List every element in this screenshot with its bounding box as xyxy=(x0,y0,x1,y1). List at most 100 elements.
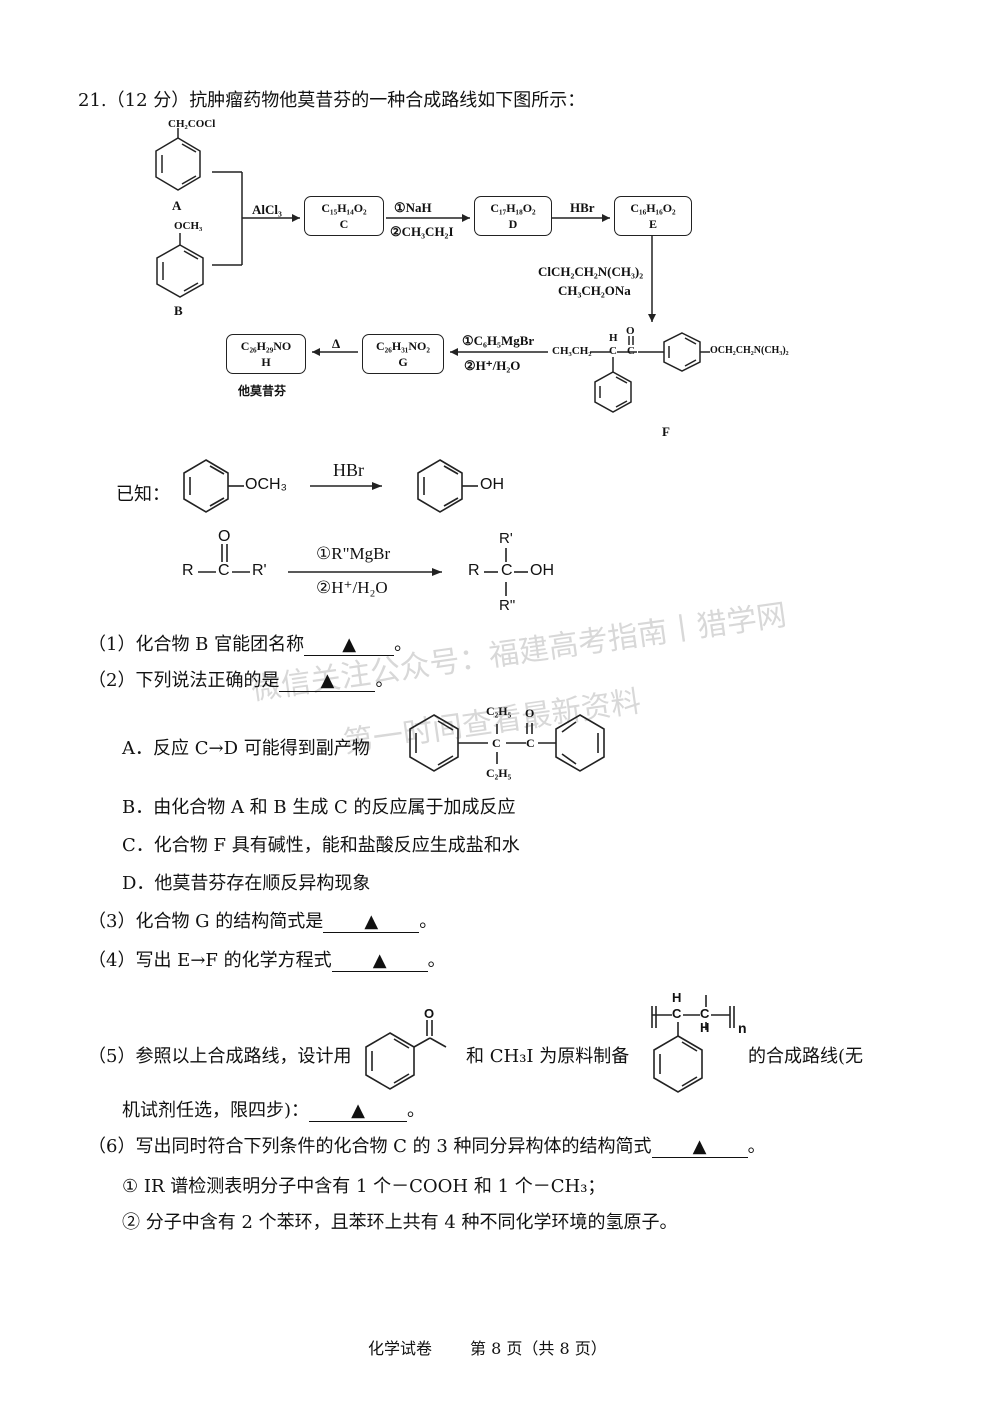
q5-polymer-ring xyxy=(653,1035,703,1093)
box-C-formula: C₁₅H₁₄O₂ xyxy=(321,201,367,215)
q2-end: 。 xyxy=(375,670,394,691)
known-r2-Rprime: R' xyxy=(252,562,267,579)
q5-line-2: 机试剂任选，限四步)：▲。 xyxy=(122,1100,425,1122)
q5-end: 。 xyxy=(407,1100,426,1121)
known-r2-product-Rprime: R' xyxy=(499,530,513,547)
reagent-HBr: HBr xyxy=(570,200,595,215)
A-substituent: CH₂COCl xyxy=(168,118,216,130)
reagent-heat: Δ xyxy=(332,336,341,351)
box-H-label: H xyxy=(261,355,271,369)
optA-benzene-right xyxy=(555,714,605,772)
reagent-NaOEt: CH₃CH₂ONa xyxy=(558,283,631,298)
q5-line-2-text: 机试剂任选，限四步)： xyxy=(122,1100,310,1121)
q6-answer-blank[interactable]: ▲ xyxy=(651,1137,748,1158)
q5-acetophenone-ring xyxy=(365,1032,415,1090)
optA-carbon-carbonyl: C xyxy=(526,736,535,750)
optA-ethyl-bottom: C₂H₅ xyxy=(486,766,512,780)
box-D-formula: C₁₇H₁₈O₂ xyxy=(490,201,536,215)
q6-condition-2: ② 分子中含有 2 个苯环，且苯环上共有 4 种不同化学环境的氢原子。 xyxy=(122,1212,678,1233)
q4-answer-blank[interactable]: ▲ xyxy=(331,951,428,972)
known-r2-R: R xyxy=(182,562,194,579)
box-D-label: D xyxy=(508,217,518,231)
benzene-ring-F-bottom xyxy=(594,371,632,413)
known-r2-reagent-1: ①R"MgBr xyxy=(316,544,391,563)
known-r2-C: C xyxy=(218,562,230,579)
box-H-formula: C₂₆H₂₉NO xyxy=(240,339,292,353)
q1: （1）化合物 B 官能团名称▲。 xyxy=(88,634,412,656)
known-r2-product-C: C xyxy=(501,562,513,579)
known-r1-hydroxyl: OH xyxy=(480,476,504,493)
known-benzene-2 xyxy=(417,459,463,513)
benzene-ring-A xyxy=(155,137,201,191)
H-name: 他莫昔芬 xyxy=(238,384,287,398)
known-r2-product-OH: OH xyxy=(530,562,554,579)
box-H: C₂₆H₂₉NO H xyxy=(226,334,306,374)
footer-subject: 化学试卷 xyxy=(368,1339,433,1358)
optA-carbon-quaternary: C xyxy=(492,736,501,750)
q1-end: 。 xyxy=(394,634,413,655)
box-G-label: G xyxy=(398,355,408,369)
reagent-AlCl3: AlCl₃ xyxy=(252,202,282,217)
q2: （2）下列说法正确的是▲。 xyxy=(88,670,393,692)
q6-condition-1: ① IR 谱检测表明分子中含有 1 个－COOH 和 1 个－CH₃； xyxy=(122,1176,606,1197)
q5-polymer-H1: H xyxy=(672,990,682,1005)
q4-end: 。 xyxy=(427,950,446,971)
box-G-formula: C₂₆H₃₁NO₂ xyxy=(376,339,430,353)
optA-ethyl-top: C₂H₅ xyxy=(486,704,512,718)
F-side-chain: OCH₂CH₂N(CH₃)₂ xyxy=(710,345,789,356)
q5-answer-blank[interactable]: ▲ xyxy=(309,1101,408,1122)
known-r1-reagent: HBr xyxy=(333,460,364,480)
q3-answer-blank[interactable]: ▲ xyxy=(323,912,420,933)
reagent-PhMgBr: ①C₆H₅MgBr xyxy=(462,333,535,348)
question-number: 21. xyxy=(78,90,107,111)
q3-end: 。 xyxy=(419,911,438,932)
q5-polymer-C2: C xyxy=(700,1006,710,1021)
benzene-ring-B xyxy=(156,244,204,298)
B-substituent: OCH₃ xyxy=(174,220,203,232)
q2-text: （2）下列说法正确的是 xyxy=(88,670,280,691)
box-E: C₁₆H₁₆O₂ E xyxy=(614,196,692,236)
known-benzene-1 xyxy=(183,459,229,513)
q4-text: （4）写出 E→F 的化学方程式 xyxy=(88,950,332,971)
q6: （6）写出同时符合下列条件的化合物 C 的 3 种同分异构体的结构简式▲。 xyxy=(88,1136,766,1158)
q5-polymer-C1: C xyxy=(672,1006,682,1021)
q5-text-3: 的合成路线(无 xyxy=(748,1046,864,1067)
optA-benzene-left xyxy=(409,714,459,772)
q2-answer-blank[interactable]: ▲ xyxy=(279,671,376,692)
known-r2-O: O xyxy=(218,528,231,545)
known-r1-methoxy: OCH₃ xyxy=(245,476,288,493)
box-C: C₁₅H₁₄O₂ C xyxy=(304,196,384,236)
question-title: （12 分）抗肿瘤药物他莫昔芬的一种合成路线如下图所示： xyxy=(106,90,586,111)
A-label: A xyxy=(172,198,182,213)
q5-polymer-H2: H xyxy=(700,1020,710,1035)
reagent-ClCH2CH2NMe2: ClCH₂CH₂N(CH₃)₂ xyxy=(538,264,644,279)
known-r2-reagent-2: ②H⁺/H₂O xyxy=(316,578,388,597)
box-E-formula: C₁₆H₁₆O₂ xyxy=(630,201,676,215)
footer-page-number: 第 8 页（共 8 页） xyxy=(470,1339,607,1358)
q2-option-b: B．由化合物 A 和 B 生成 C 的反应属于加成反应 xyxy=(122,797,516,818)
F-label: F xyxy=(662,424,670,439)
q4: （4）写出 E→F 的化学方程式▲。 xyxy=(88,950,446,972)
question-header: 21.（12 分）抗肿瘤药物他莫昔芬的一种合成路线如下图所示： xyxy=(78,90,585,112)
F-oxygen: O xyxy=(626,325,635,337)
q5-text-1: （5）参照以上合成路线，设计用 xyxy=(88,1046,352,1067)
box-C-label: C xyxy=(339,217,349,231)
q1-answer-blank[interactable]: ▲ xyxy=(304,635,395,656)
footer: 化学试卷 第 8 页（共 8 页） xyxy=(368,1335,607,1359)
box-G: C₂₆H₃₁NO₂ G xyxy=(362,334,444,374)
reagent-CH3CH2I: ②CH₃CH₂I xyxy=(390,224,454,239)
q1-text: （1）化合物 B 官能团名称 xyxy=(88,634,305,655)
optA-oxygen: O xyxy=(525,706,535,720)
known-label: 已知： xyxy=(116,484,170,505)
reagent-H3O: ②H⁺/H₂O xyxy=(464,358,521,373)
q3-text: （3）化合物 G 的结构简式是 xyxy=(88,911,324,932)
F-ethyl: CH₃CH₂ xyxy=(552,345,592,357)
q2-option-a: A．反应 C→D 可能得到副产物 xyxy=(122,738,370,759)
box-D: C₁₇H₁₈O₂ D xyxy=(474,196,552,236)
reagent-NaH: ①NaH xyxy=(394,200,432,215)
box-E-label: E xyxy=(648,217,657,231)
q6-end: 。 xyxy=(747,1136,766,1157)
F-carbon-1: C xyxy=(609,345,617,357)
